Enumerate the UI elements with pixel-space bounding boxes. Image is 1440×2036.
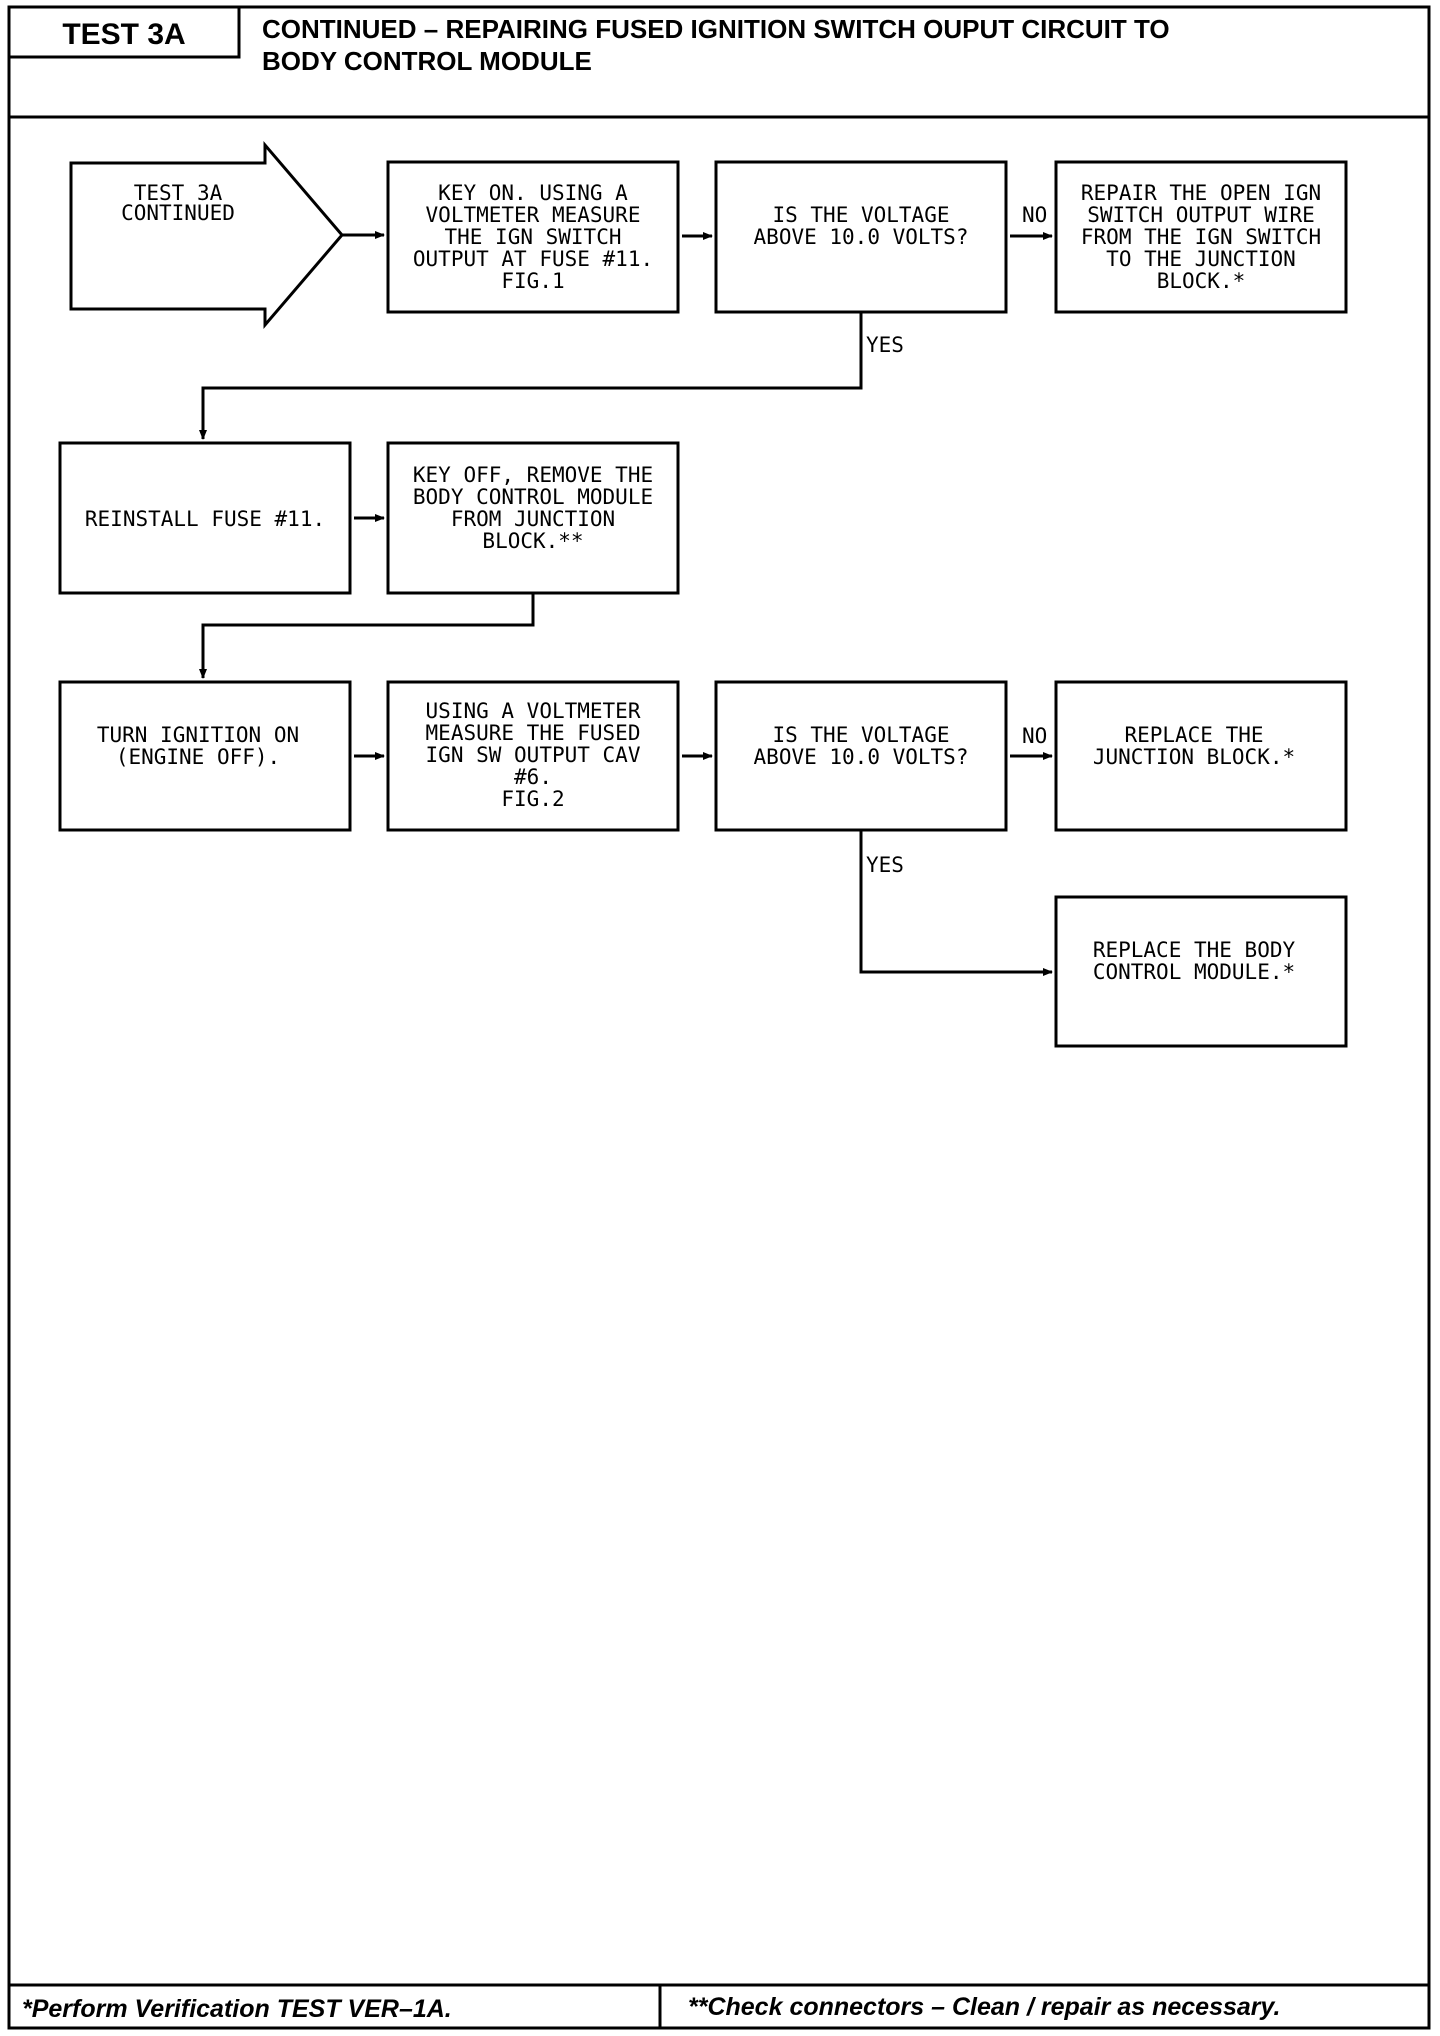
text-line: KEY OFF, REMOVE THE xyxy=(413,463,653,487)
text-line: IS THE VOLTAGE xyxy=(772,203,949,227)
text-line: OUTPUT AT FUSE #11. xyxy=(413,247,653,271)
test-id: TEST 3A xyxy=(62,18,185,51)
label-yes-1: YES xyxy=(866,333,904,357)
text-line: USING A VOLTMETER xyxy=(426,699,641,723)
text-line: FROM JUNCTION xyxy=(451,507,615,531)
text-line: IGN SW OUTPUT CAV xyxy=(426,743,641,767)
text-line: TURN IGNITION ON xyxy=(97,723,299,747)
page-border xyxy=(7,5,1431,2030)
text-line: VOLTMETER MEASURE xyxy=(426,203,641,227)
arrow-decision1-yes xyxy=(199,312,863,440)
arrow-remove-to-ignition xyxy=(199,593,535,679)
page-title-line2: BODY CONTROL MODULE xyxy=(262,46,592,76)
text-line: REPLACE THE BODY xyxy=(1093,938,1296,962)
arrow-decision2-yes xyxy=(859,830,1053,976)
text-line: MEASURE THE FUSED xyxy=(426,721,641,745)
text-line: FIG.1 xyxy=(501,269,564,293)
text-line: (ENGINE OFF). xyxy=(116,745,280,769)
text-line: ABOVE 10.0 VOLTS? xyxy=(754,745,969,769)
box-ignition-on: TURN IGNITION ON(ENGINE OFF). xyxy=(58,680,352,832)
text-line: #6. xyxy=(514,765,552,789)
label-yes-2: YES xyxy=(866,853,904,877)
start-arrow-shape xyxy=(69,140,344,330)
footer: *Perform Verification TEST VER–1A. **Che… xyxy=(9,1983,1429,2028)
label-no-1: NO xyxy=(1022,203,1047,227)
text-line: ABOVE 10.0 VOLTS? xyxy=(754,225,969,249)
label-no-2: NO xyxy=(1022,724,1047,748)
box-reinstall-fuse: REINSTALL FUSE #11. xyxy=(58,441,352,595)
connectors xyxy=(199,231,1053,976)
footer-connector-note: **Check connectors – Clean / repair as n… xyxy=(688,1993,1280,2021)
text-line: BLOCK.* xyxy=(1157,269,1246,293)
ignition-on-text: TURN IGNITION ON(ENGINE OFF). xyxy=(97,723,299,769)
text-line: REPLACE THE xyxy=(1124,723,1263,747)
text-line: FROM THE IGN SWITCH xyxy=(1081,225,1321,249)
text-line: BODY CONTROL MODULE xyxy=(413,485,653,509)
text-line: THE IGN SWITCH xyxy=(444,225,621,249)
text-line: FIG.2 xyxy=(501,787,564,811)
text-line: BLOCK.** xyxy=(482,529,583,553)
header: TEST 3A CONTINUED – REPAIRING FUSED IGNI… xyxy=(7,5,1429,119)
text-line: REINSTALL FUSE #11. xyxy=(85,507,325,531)
text-line: TEST 3A xyxy=(134,181,223,205)
text-line: IS THE VOLTAGE xyxy=(772,723,949,747)
page-title-line1: CONTINUED – REPAIRING FUSED IGNITION SWI… xyxy=(262,14,1170,44)
text-line: KEY ON. USING A xyxy=(438,181,628,205)
text-line: TO THE JUNCTION xyxy=(1106,247,1296,271)
text-line: REPAIR THE OPEN IGN xyxy=(1081,181,1321,205)
text-line: CONTINUED xyxy=(121,201,235,225)
text-line: JUNCTION BLOCK.* xyxy=(1093,745,1295,769)
text-line: SWITCH OUTPUT WIRE xyxy=(1087,203,1315,227)
text-line: CONTROL MODULE.* xyxy=(1093,960,1295,984)
reinstall-fuse-text: REINSTALL FUSE #11. xyxy=(85,507,325,531)
test-id-box xyxy=(7,5,241,59)
footer-verification-note: *Perform Verification TEST VER–1A. xyxy=(22,1995,452,2023)
